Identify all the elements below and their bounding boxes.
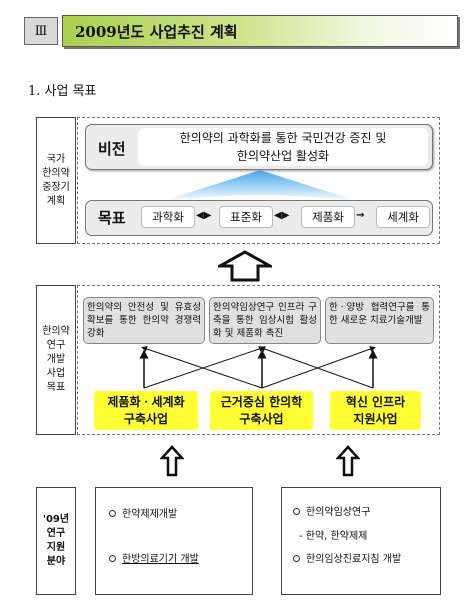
- program-goal-container: [77, 285, 440, 435]
- hollow-up-arrow-icon: [336, 445, 360, 477]
- label-program-goal: 한의약 연구 개발 사업 목표: [36, 285, 76, 435]
- support-item: 한약제제개발: [109, 505, 177, 520]
- support-subitem: - 한약, 한약제제: [299, 531, 368, 542]
- fan-up-shape: [160, 170, 360, 202]
- goal-productization: 제품화: [301, 206, 355, 228]
- goal-globalization: 세계화: [376, 206, 430, 228]
- program-innovation-infra: 혁신 인프라 지원사업: [330, 391, 421, 430]
- hollow-up-arrow-icon: [218, 250, 272, 282]
- strategy-box: 한의약임상연구 인프라 구축을 통한 임상시험 활성화 및 제품화 촉진: [209, 297, 321, 344]
- double-arrow-icon: ◀▶: [274, 210, 290, 221]
- strategy-box: 한ㆍ양방 협력연구를 통한 새로운 치료기술개발: [325, 297, 434, 344]
- support-item-text: 한의임상진료지침 개발: [306, 554, 402, 565]
- support-item-text: 한약제제개발: [122, 509, 178, 520]
- section-header-title: 2009년도 사업추진 계획: [62, 15, 458, 47]
- circle-bullet-icon: [109, 555, 116, 562]
- vision-text: 한의약의 과학화를 통한 국민건강 증진 및 한의약산업 활성화: [138, 128, 428, 166]
- linking-arrows: [139, 346, 378, 389]
- goals-label: 목표: [98, 209, 126, 227]
- support-area-right-box: [281, 487, 441, 595]
- circle-bullet-icon: [293, 555, 300, 562]
- vision-label: 비전: [98, 140, 126, 158]
- support-item: 한의임상진료지침 개발: [293, 550, 401, 565]
- program-evidence-based: 근거중심 한의학 구축사업: [210, 391, 313, 430]
- program-productization-globalization: 제품화ㆍ세계화 구축사업: [94, 391, 198, 430]
- national-plan-container: [77, 117, 440, 244]
- vision-text-line2: 한의약산업 활성화: [236, 149, 330, 163]
- double-arrow-icon: ◀▶: [196, 210, 212, 221]
- support-area-left-box: [95, 487, 253, 595]
- support-item-text: 한의약임상연구: [306, 507, 371, 518]
- hollow-up-arrow-icon: [160, 445, 184, 477]
- right-arrow-icon: →: [356, 210, 365, 221]
- strategy-box: 한의약의 안전성 및 유효성 확보를 통한 한의약 경쟁력 강화: [83, 297, 205, 344]
- circle-bullet-icon: [109, 510, 116, 517]
- goal-standardization: 표준화: [219, 206, 273, 228]
- goal-scientification: 과학화: [141, 206, 195, 228]
- support-item-text: 한방의료기기 개발: [122, 554, 199, 565]
- section-number-badge: Ⅲ: [24, 17, 58, 45]
- support-item: 한방의료기기 개발: [109, 550, 199, 565]
- circle-bullet-icon: [293, 508, 300, 515]
- label-national-plan: 국가 한의약 중장기 계획: [36, 117, 76, 244]
- vision-text-line1: 한의약의 과학화를 통한 국민건강 증진 및: [179, 131, 387, 145]
- subsection-title: 1. 사업 목표: [28, 84, 97, 99]
- support-item: 한의약임상연구: [293, 503, 370, 518]
- label-2009-support: '09년 연구 지원 분야: [36, 487, 76, 595]
